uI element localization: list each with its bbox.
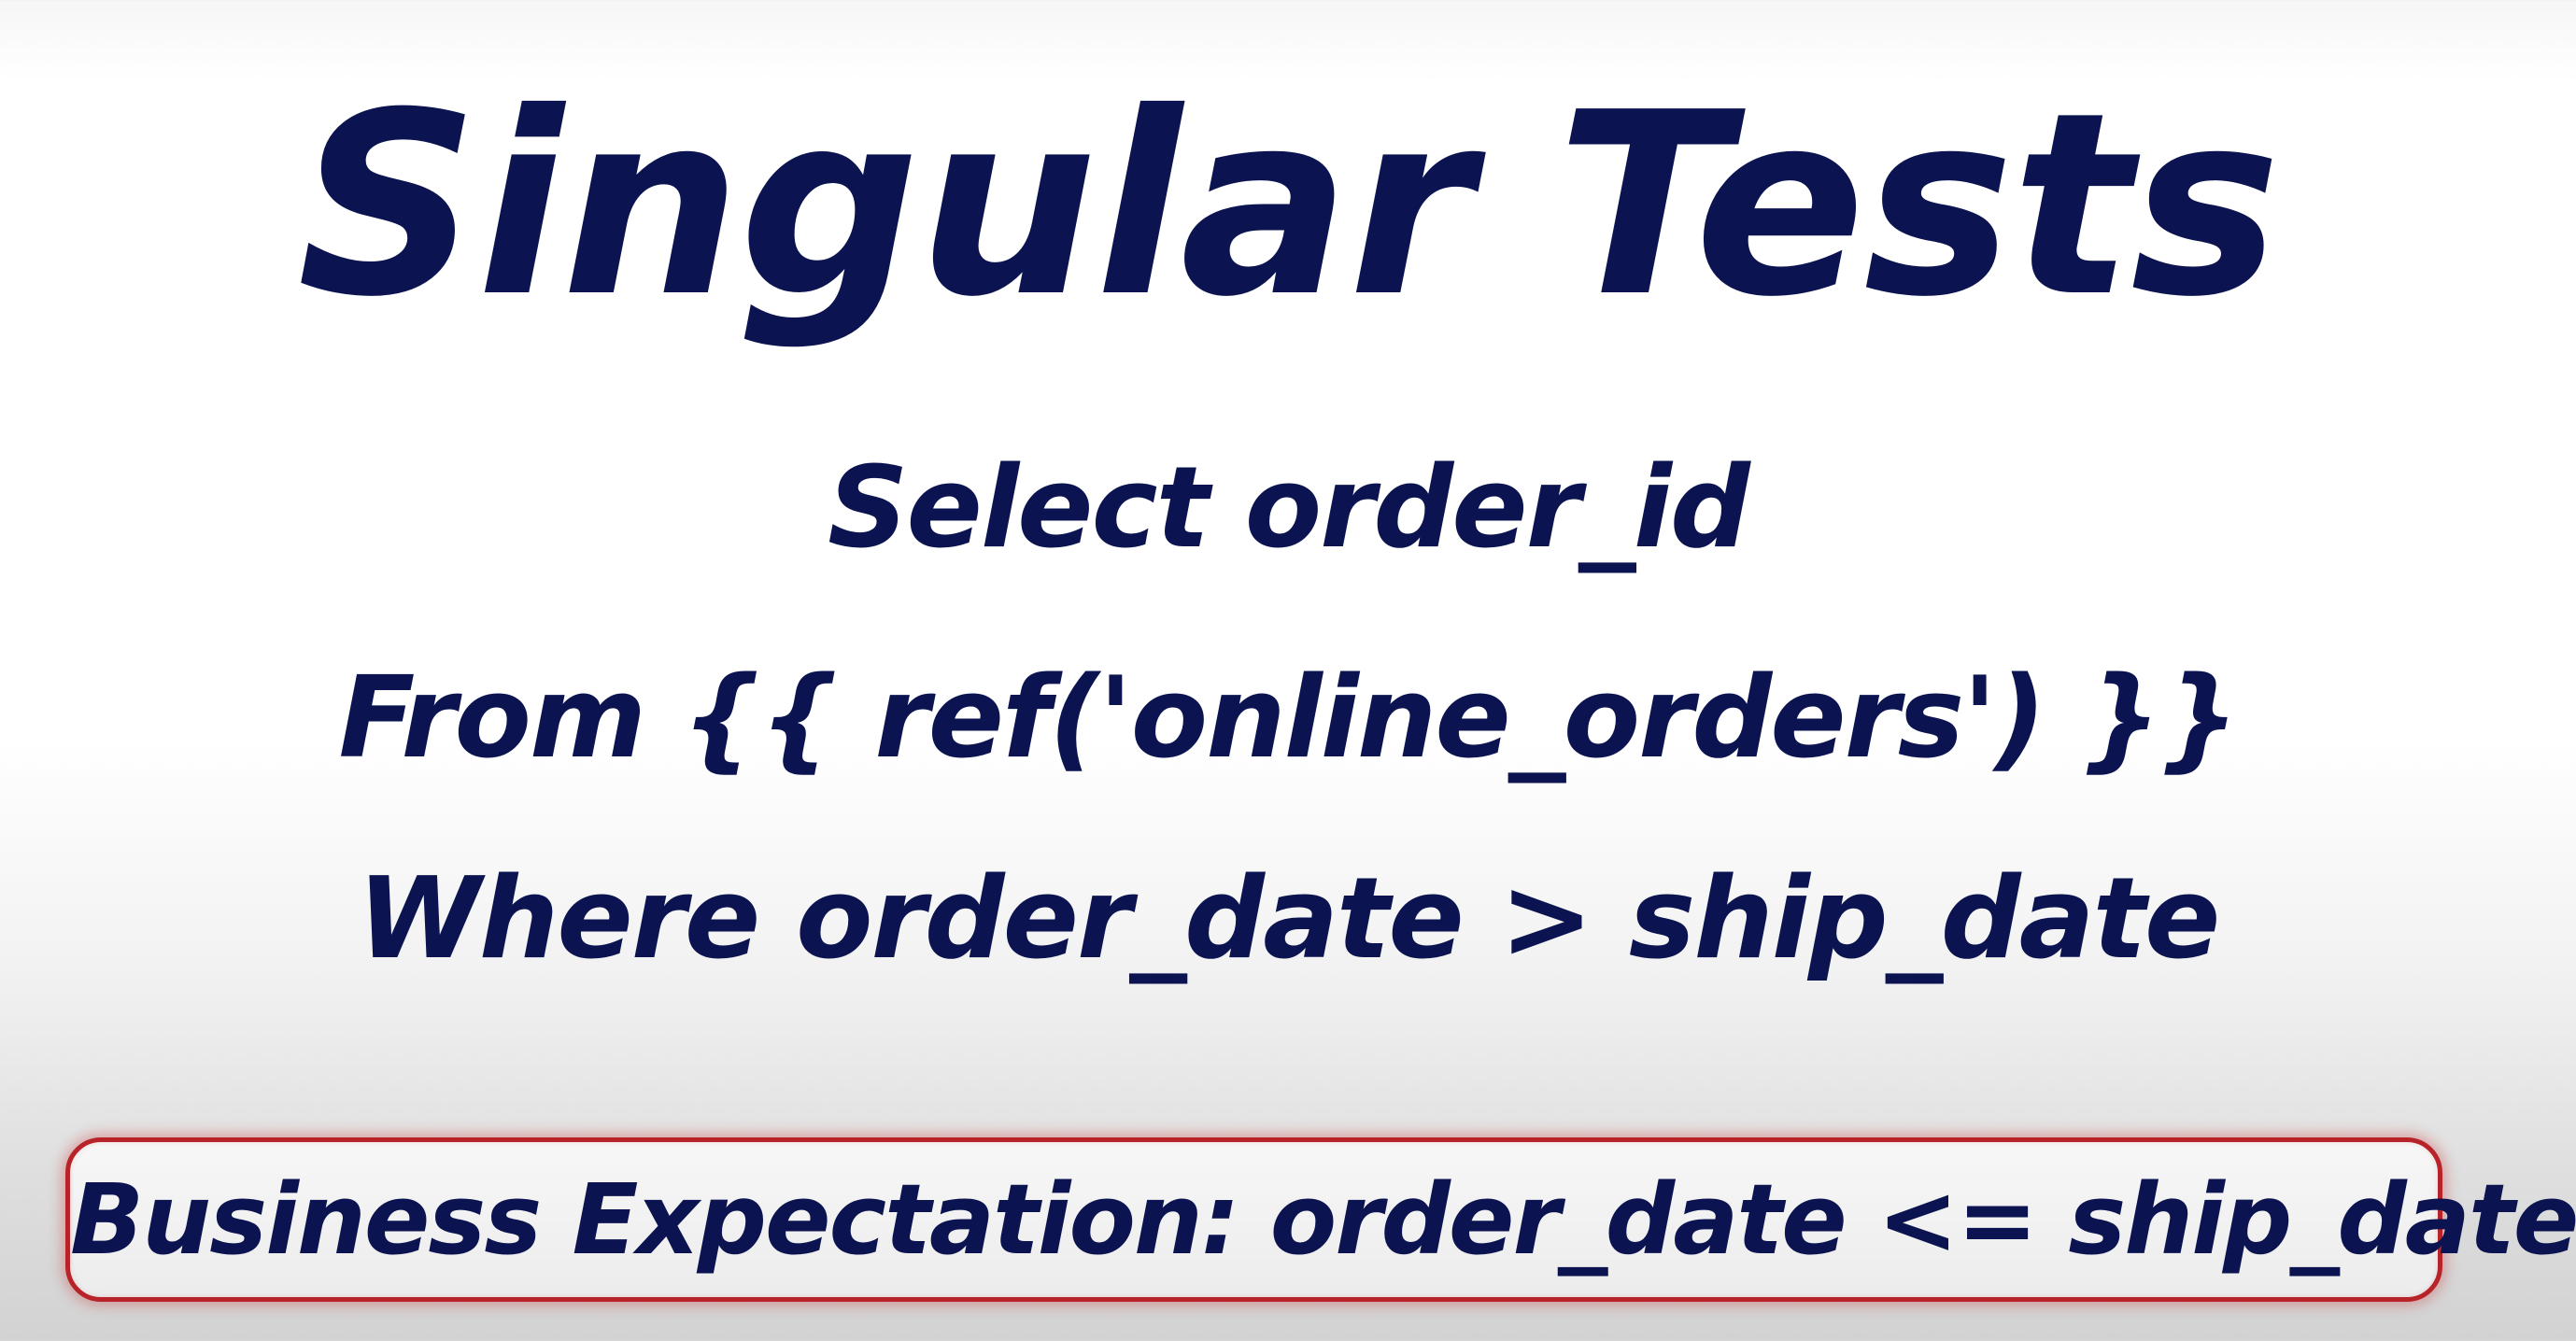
business-expectation-box: Business Expectation: order_date <= ship… [65,1137,2576,1302]
query-line-from: From {{ ref('online_orders') }} [338,654,2240,783]
slide-title: Singular Tests [297,58,2281,352]
query-line-select: Select order_id [828,444,1750,573]
query-line-where: Where order_date > ship_date [357,854,2221,984]
business-expectation-text: Business Expectation: order_date <= ship… [70,1163,2576,1277]
